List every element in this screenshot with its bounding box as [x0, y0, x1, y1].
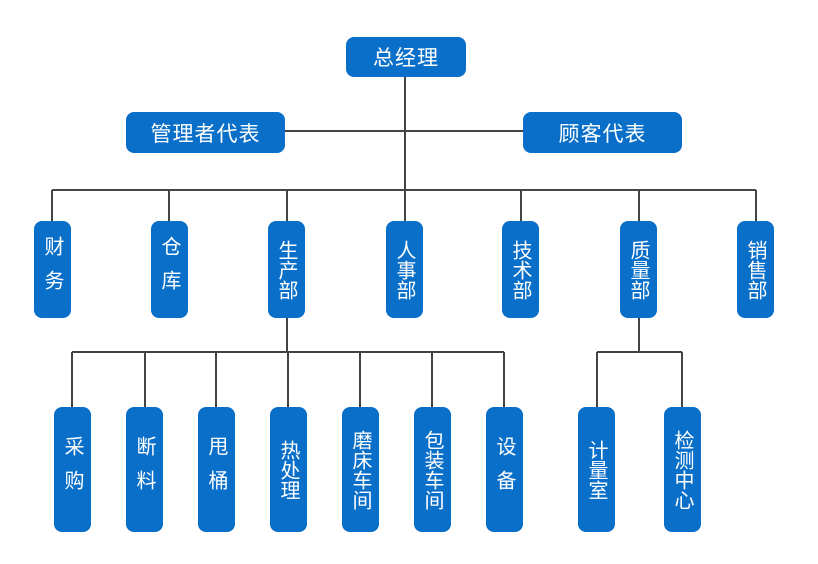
node-label: 技术部 [509, 239, 533, 300]
node-dept-sales: 销售部 [737, 221, 774, 318]
node-management-representative: 管理者代表 [126, 112, 285, 153]
node-customer-representative: 顾客代表 [523, 112, 682, 153]
node-dept-hr: 人事部 [386, 221, 423, 318]
node-label: 仓库 [158, 235, 182, 304]
node-dept-warehouse: 仓库 [151, 221, 188, 318]
node-unit-packaging-workshop: 包装车间 [414, 407, 451, 532]
node-label: 计量室 [585, 439, 609, 500]
node-unit-grinding-workshop: 磨床车间 [342, 407, 379, 532]
node-label: 采购 [61, 435, 85, 504]
node-unit-equipment: 设备 [486, 407, 523, 532]
node-label: 质量部 [627, 239, 651, 300]
node-unit-tumbling: 甩桶 [198, 407, 235, 532]
node-label: 生产部 [275, 239, 299, 300]
node-dept-production: 生产部 [268, 221, 305, 318]
node-label: 设备 [493, 435, 517, 504]
node-label: 热处理 [277, 439, 301, 500]
node-label: 财务 [41, 235, 65, 304]
node-label: 人事部 [393, 239, 417, 300]
node-unit-heat-treatment: 热处理 [270, 407, 307, 532]
node-label: 包装车间 [421, 429, 445, 510]
node-label: 顾客代表 [558, 121, 647, 146]
node-label: 断料 [133, 435, 157, 504]
node-label: 磨床车间 [349, 429, 373, 510]
node-general-manager: 总经理 [346, 37, 466, 77]
node-dept-finance: 财务 [34, 221, 71, 318]
node-label: 管理者代表 [150, 121, 261, 146]
node-dept-quality: 质量部 [620, 221, 657, 318]
node-label: 检测中心 [671, 429, 695, 510]
node-unit-cutting: 断料 [126, 407, 163, 532]
node-label: 销售部 [744, 239, 768, 300]
node-label: 甩桶 [205, 435, 229, 504]
node-unit-procurement: 采购 [54, 407, 91, 532]
node-dept-technology: 技术部 [502, 221, 539, 318]
node-unit-inspection-center: 检测中心 [664, 407, 701, 532]
node-unit-metrology-room: 计量室 [578, 407, 615, 532]
node-label: 总经理 [373, 46, 439, 70]
